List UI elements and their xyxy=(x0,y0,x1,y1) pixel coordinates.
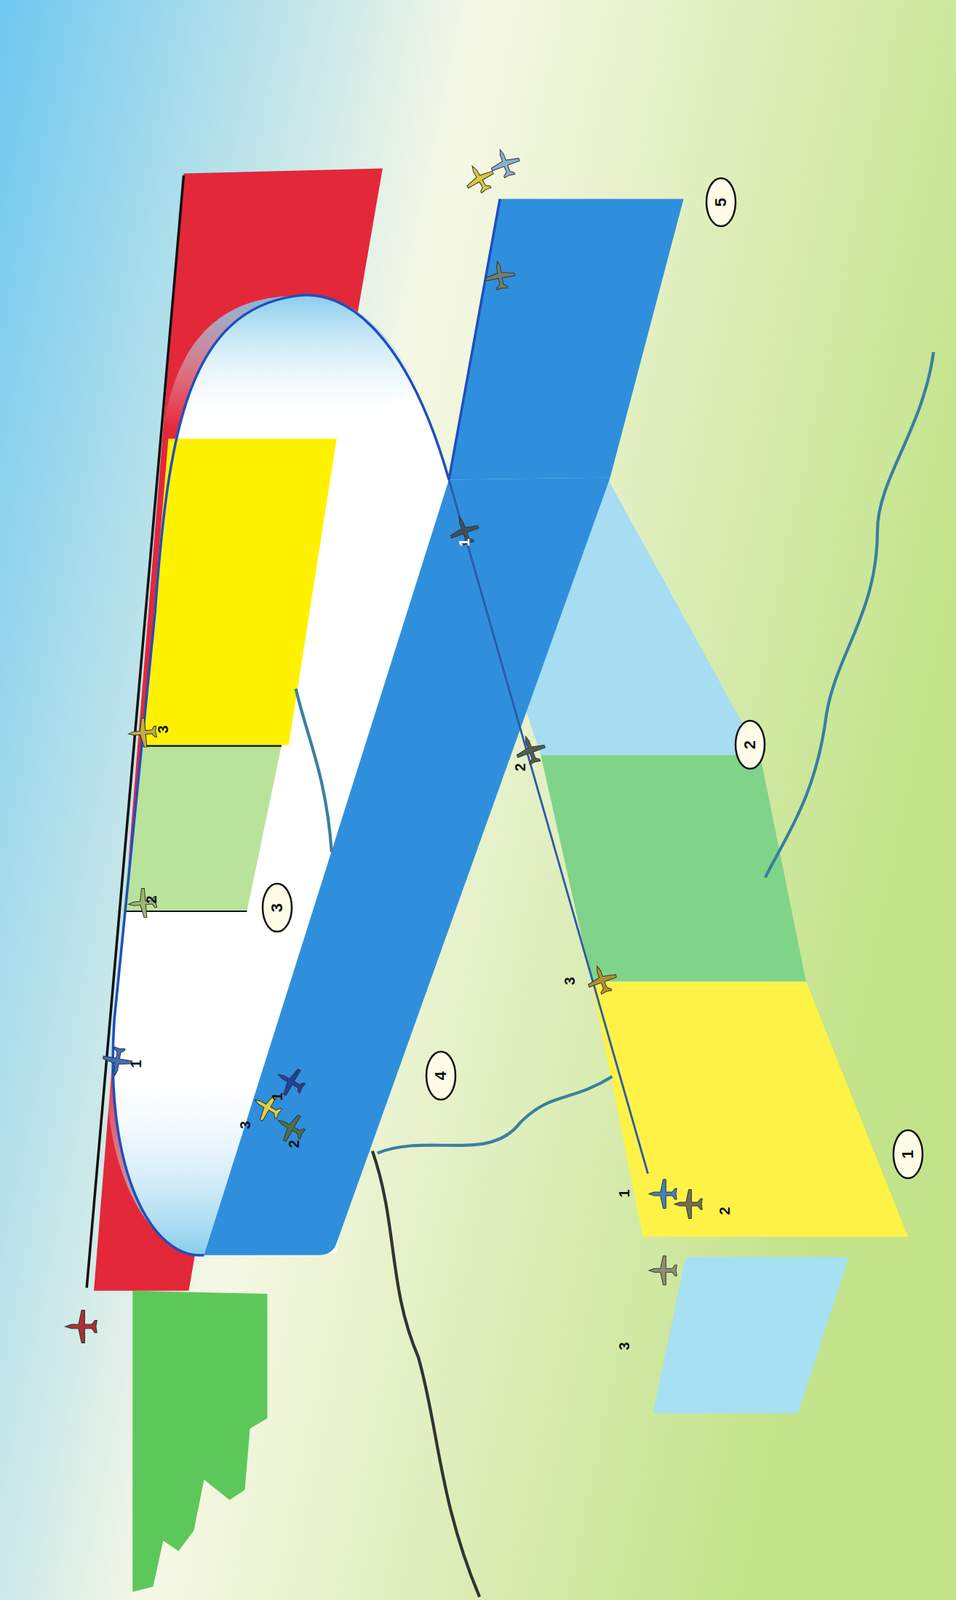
aircraft-number: 2 xyxy=(717,1207,732,1216)
callout-ellipse: 3 xyxy=(261,882,294,934)
callout-ellipse: 5 xyxy=(704,176,738,228)
aircraft-number: 3 xyxy=(155,725,171,734)
callout-number: 2 xyxy=(740,740,760,750)
aircraft xyxy=(483,259,517,292)
terrain-line xyxy=(377,1076,613,1154)
yellow-zone xyxy=(591,982,908,1238)
aircraft-number: 3 xyxy=(562,977,577,986)
callout-number: 1 xyxy=(898,1150,918,1159)
light-blue-zone xyxy=(653,1257,850,1415)
ellipse-shape xyxy=(706,178,736,227)
aircraft xyxy=(459,158,500,198)
ellipse-shape xyxy=(735,721,765,770)
aircraft xyxy=(648,1256,678,1286)
aircraft-number: 1 xyxy=(616,1189,632,1198)
aircraft xyxy=(512,731,550,769)
loop-shade xyxy=(162,295,419,429)
aircraft-number: 1 xyxy=(269,1092,285,1101)
aircraft xyxy=(445,512,484,549)
aircraft-number: 3 xyxy=(237,1121,253,1130)
callout-ellipse: 1 xyxy=(891,1129,924,1181)
ellipse-shape xyxy=(893,1130,923,1179)
flight-path xyxy=(112,199,500,1256)
aircraft-number: 2 xyxy=(512,763,528,772)
green-zone xyxy=(122,745,282,912)
aircraft xyxy=(65,1311,97,1344)
yellow-zone xyxy=(142,438,337,746)
ellipse-shape xyxy=(262,883,292,932)
aircraft xyxy=(486,144,524,182)
aircraft xyxy=(583,961,621,998)
aircraft xyxy=(674,1190,703,1220)
aircraft-number: 2 xyxy=(144,895,159,904)
green-zone xyxy=(540,755,807,982)
aircraft-group xyxy=(65,144,703,1344)
ellipse-shape xyxy=(426,1052,456,1101)
callout-ellipse: 2 xyxy=(734,719,767,771)
ground-line xyxy=(86,175,184,1288)
terrain-line xyxy=(296,688,332,852)
aircraft-number: 3 xyxy=(616,1343,632,1352)
callout-number: 3 xyxy=(267,903,287,913)
aircraft-number: 2 xyxy=(286,1140,302,1149)
terrain-line xyxy=(765,352,934,879)
dark-blue-band xyxy=(448,199,684,481)
aircraft-number: 1 xyxy=(128,1060,144,1069)
aircraft xyxy=(270,1062,310,1102)
flight-path xyxy=(448,479,648,1174)
divider xyxy=(142,745,282,748)
dark-blue-band xyxy=(203,478,610,1256)
terrain-line xyxy=(372,1151,480,1598)
callout-ellipse: 4 xyxy=(424,1050,457,1102)
aircraft-number: 1 xyxy=(456,538,472,547)
aircraft xyxy=(648,1180,678,1210)
aircraft xyxy=(127,887,158,919)
aircraft xyxy=(127,717,158,749)
callout-number: 5 xyxy=(711,197,731,207)
callout-number: 4 xyxy=(431,1071,451,1081)
grass xyxy=(132,1291,268,1593)
